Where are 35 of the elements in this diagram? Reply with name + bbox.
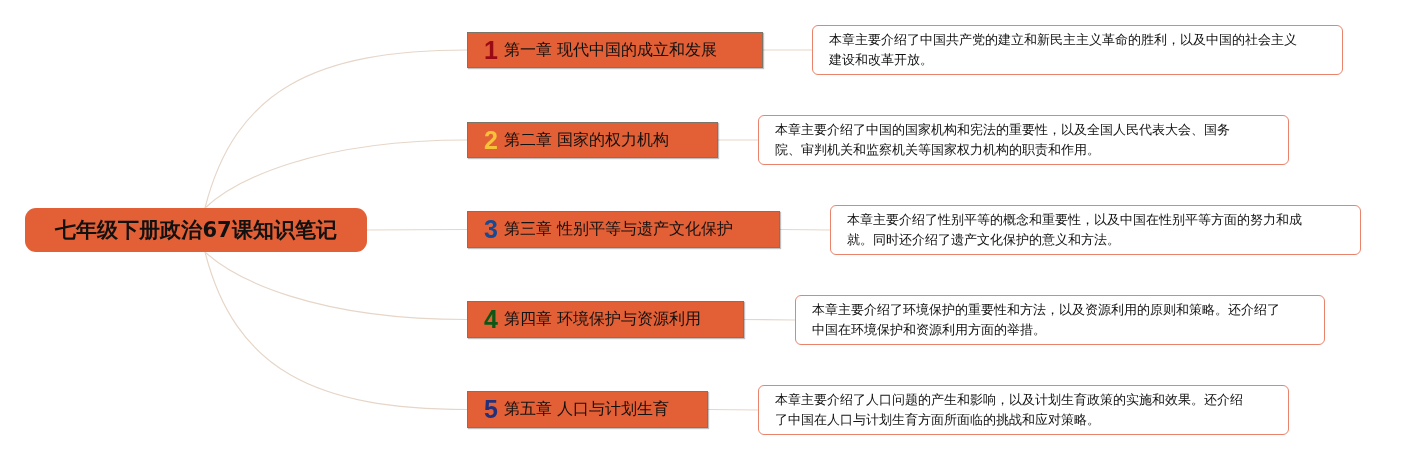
chapter-number: 4	[484, 307, 498, 332]
chapter-box	[467, 211, 780, 248]
chapter-title: 第五章 人口与计划生育	[503, 399, 669, 420]
connector-line	[204, 251, 468, 411]
chapter-number: 1	[484, 37, 498, 63]
connector-line	[204, 49, 468, 209]
chapter-title: 第二章 国家的权力机构	[503, 129, 669, 151]
connector-line	[204, 251, 468, 321]
chapter-title: 第三章 性别平等与遗产文化保护	[503, 219, 733, 240]
chapter-number: 2	[484, 127, 498, 153]
summary-box	[758, 115, 1289, 165]
summary-box	[830, 205, 1361, 255]
connector-line	[204, 139, 468, 209]
chapter-title: 第一章 现代中国的成立和发展	[503, 39, 717, 61]
connector-line	[743, 318, 796, 321]
chapter-number: 5	[484, 397, 498, 422]
chapter-box	[467, 32, 763, 68]
topic-title: 七年级下册政治67课知识笔记	[55, 217, 337, 244]
chapter-box	[467, 122, 718, 158]
connector-line	[366, 228, 468, 231]
summary-box	[795, 295, 1325, 345]
summary-text: 本章主要介绍了人口问题的产生和影响，以及计划生育政策的实施和效果。还介绍了中国在人口与计划生育方面所面临的挑战和应对策略。	[775, 391, 1244, 429]
chapter-box	[467, 391, 708, 428]
summary-box	[758, 385, 1289, 435]
summary-text: 本章主要介绍了中国的国家机构和宪法的重要性，以及全国人民代表大会、国务院、审判机关和监察机关等国家权力机构的职责和作用。	[775, 121, 1231, 159]
summary-text: 本章主要介绍了中国共产党的建立和新民主主义革命的胜利，以及中国的社会主义建设和改革开放。	[829, 31, 1298, 69]
connector-line	[707, 408, 759, 411]
chapter-title: 第四章 环境保护与资源利用	[503, 309, 701, 330]
connector-line	[779, 228, 831, 231]
chapter-number: 3	[484, 217, 498, 242]
summary-box	[812, 25, 1343, 75]
chapter-box	[467, 301, 744, 338]
central-topic-box	[25, 208, 367, 252]
summary-text: 本章主要介绍了性别平等的概念和重要性，以及中国在性别平等方面的努力和成就。同时还介绍了遗产文化保护的意义和方法。	[847, 211, 1303, 249]
summary-text: 本章主要介绍了环境保护的重要性和方法，以及资源利用的原则和策略。还介绍了中国在环境保护和资源利用方面的举措。	[812, 301, 1281, 339]
